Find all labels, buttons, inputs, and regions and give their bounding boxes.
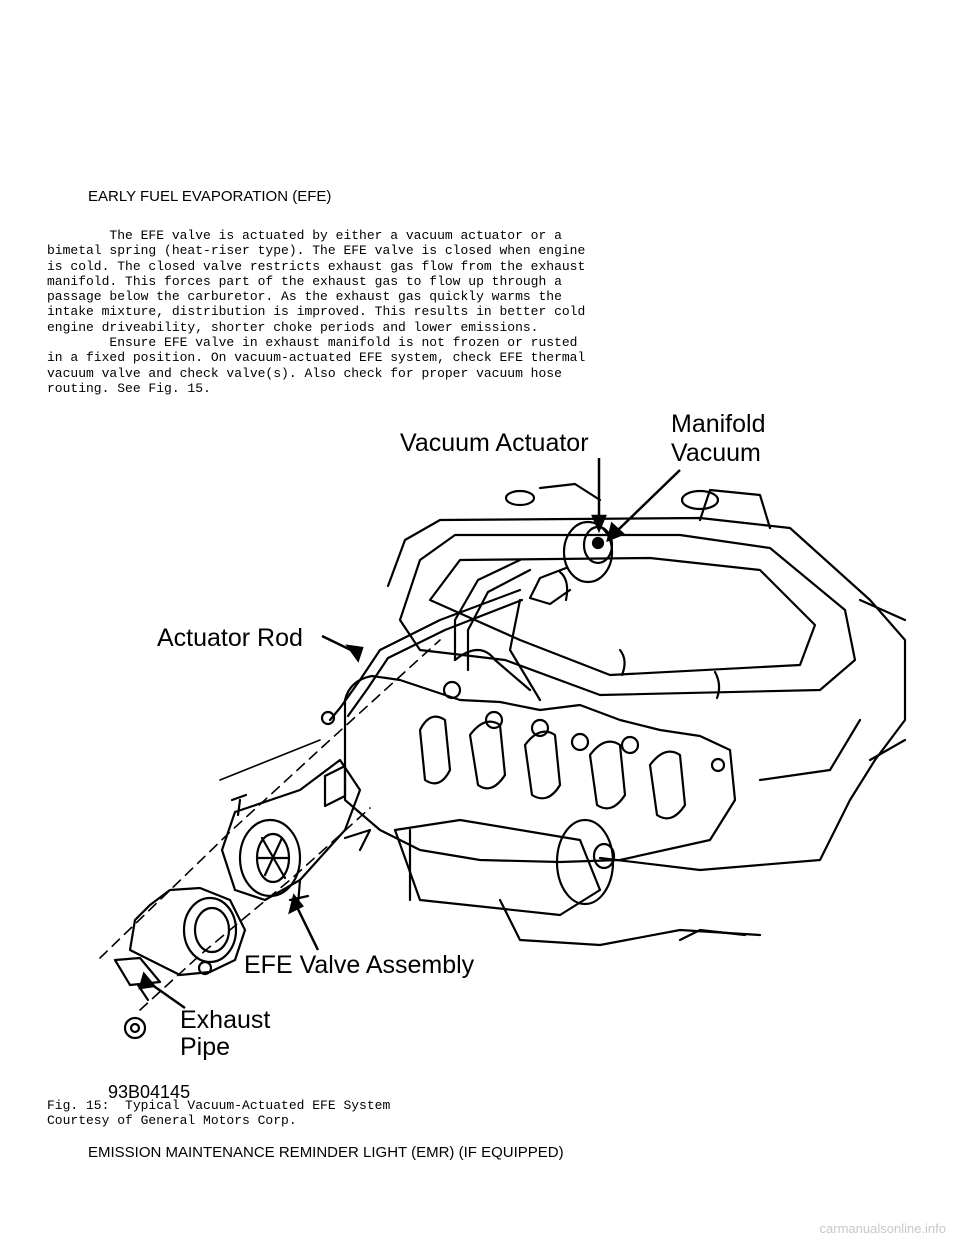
body-line: bimetal spring (heat-riser type). The EF… <box>47 243 586 259</box>
body-line: The EFE valve is actuated by either a va… <box>47 228 562 243</box>
label-efe-valve-assembly: EFE Valve Assembly <box>244 951 475 979</box>
body-line: engine driveability, shorter choke perio… <box>47 319 539 335</box>
body-line: vacuum valve and check valve(s). Also ch… <box>47 365 562 381</box>
body-line: passage below the carburetor. As the exh… <box>47 289 562 305</box>
vacuum-actuator-part <box>453 520 614 702</box>
starter-motor <box>393 818 616 917</box>
body-line: intake mixture, distribution is improved… <box>47 304 586 320</box>
body-line: in a fixed position. On vacuum-actuated … <box>47 350 586 366</box>
body-line: manifold. This forces part of the exhaus… <box>47 273 562 289</box>
figure-caption: Fig. 15: Typical Vacuum-Actuated EFE Sys… <box>47 1098 390 1129</box>
efe-valve-part <box>220 758 372 907</box>
exhaust-manifold <box>343 674 737 864</box>
body-line: is cold. The closed valve restricts exha… <box>47 258 586 274</box>
label-actuator-rod: Actuator Rod <box>157 624 303 652</box>
figure-id: 93B04145 <box>108 1082 190 1102</box>
caption-line: Fig. 15: Typical Vacuum-Actuated EFE Sys… <box>47 1098 391 1113</box>
body-line: Ensure EFE valve in exhaust manifold is … <box>47 335 578 351</box>
label-pipe: Pipe <box>180 1033 230 1061</box>
body-line: routing. See Fig. 15. <box>47 380 211 396</box>
label-exhaust: Exhaust <box>180 1006 270 1034</box>
body-text: The EFE valve is actuated by either a va… <box>47 228 585 396</box>
caption-line: Courtesy of General Motors Corp. <box>47 1113 297 1129</box>
next-section-heading: EMISSION MAINTENANCE REMINDER LIGHT (EMR… <box>88 1144 564 1161</box>
efe-system-figure: Vacuum Actuator Manifold Vacuum Actuator… <box>99 410 907 1102</box>
watermark: carmanualsonline.info <box>819 1221 946 1236</box>
section-heading: EARLY FUEL EVAPORATION (EFE) <box>88 188 332 205</box>
engine-illustration <box>386 482 907 947</box>
label-vacuum: Vacuum <box>671 439 761 467</box>
label-manifold: Manifold <box>671 410 766 438</box>
actuator-rod-part <box>320 588 524 726</box>
label-vacuum-actuator: Vacuum Actuator <box>400 429 589 457</box>
